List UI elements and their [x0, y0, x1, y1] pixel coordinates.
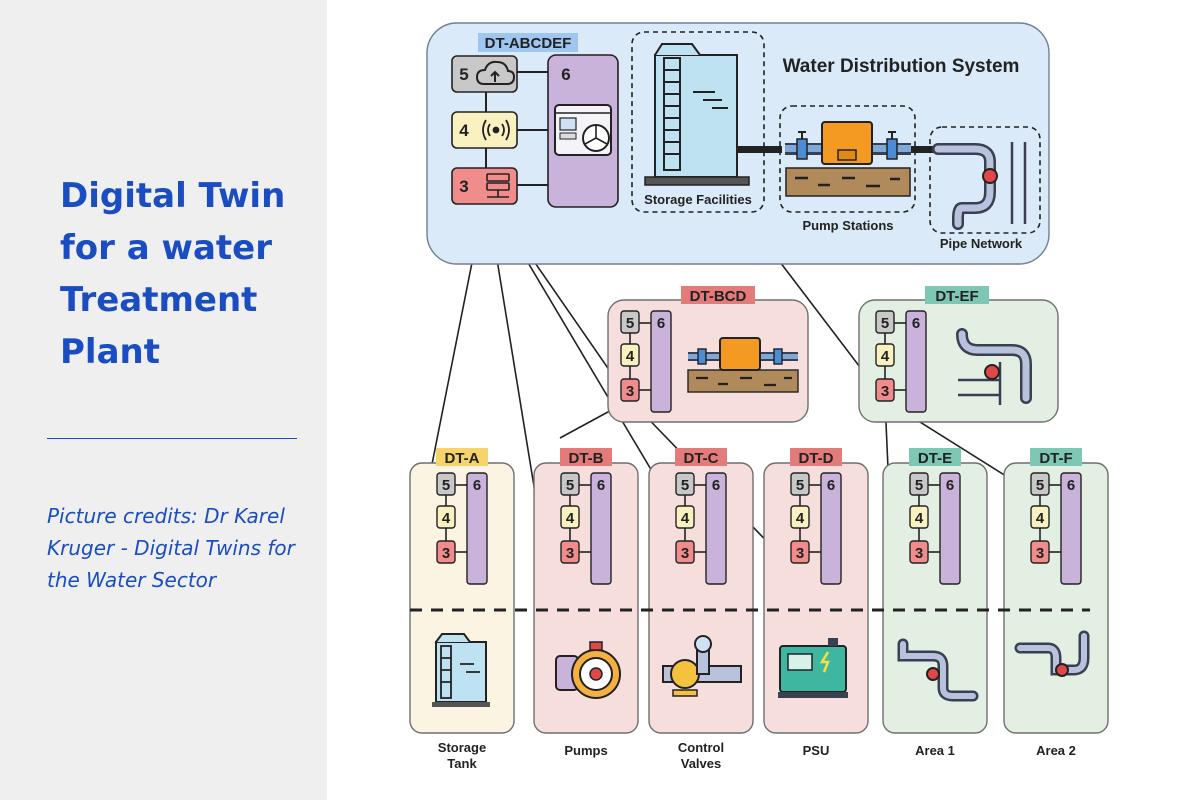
- asset-label: PSU: [803, 743, 830, 758]
- asset-label: Area 2: [1036, 743, 1076, 758]
- layer-3-label: 3: [459, 177, 468, 196]
- twin-label: DT-C: [684, 450, 719, 467]
- dt-bcd-stack: 5 4 3 6: [620, 310, 672, 413]
- layer-label: 3: [1036, 545, 1044, 562]
- server-icon: [486, 173, 510, 198]
- layer-label: 5: [681, 477, 689, 494]
- layer-stack: 5 4 3 6: [909, 472, 961, 585]
- divider: [47, 438, 297, 439]
- dt-ef-stack: 5 4 3 6: [875, 310, 927, 413]
- dt-ef-label: DT-EF: [935, 288, 978, 305]
- layer-stack: 5 4 3 6: [1030, 472, 1082, 585]
- pipe-network-icon: [956, 328, 1032, 405]
- layer-label: 6: [946, 477, 954, 494]
- dashboard-icon: [554, 104, 612, 156]
- layer-label: 3: [681, 545, 689, 562]
- twin-label: DT-D: [799, 450, 834, 467]
- layer-4-label: 4: [881, 348, 890, 365]
- sidebar-panel: Digital Twin for a water Treatment Plant…: [0, 0, 327, 800]
- pipe1-icon: [897, 638, 979, 702]
- layer-3-label: 3: [626, 383, 634, 400]
- layer-6-label: 6: [561, 65, 570, 84]
- psu-icon: [778, 638, 848, 698]
- layer-3-label: 3: [881, 383, 889, 400]
- layer-label: 3: [442, 545, 450, 562]
- system-title: Water Distribution System: [783, 56, 1020, 77]
- cloud-icon: [475, 60, 516, 85]
- pump-station-icon: [785, 121, 911, 197]
- layer-label: 5: [566, 477, 574, 494]
- pipe-network-icon: [932, 142, 1027, 230]
- layer-6-label: 6: [912, 315, 920, 332]
- layer-5-label: 5: [626, 315, 634, 332]
- pipe2-icon: [1014, 630, 1090, 677]
- layer-label: 4: [796, 510, 805, 527]
- layer-label: 4: [1036, 510, 1045, 527]
- layer-label: 3: [915, 545, 923, 562]
- layer-label: 4: [915, 510, 924, 527]
- dt-ef-panel: DT-EF 5 4 3 6: [858, 286, 1059, 423]
- digital-twin-diagram: 5 4 3 6 DT-ABCDEF: [327, 0, 1200, 800]
- asset-label: Pumps: [564, 743, 607, 758]
- layer-stack: 5 4 3 6: [560, 472, 612, 585]
- layer-label: 5: [1036, 477, 1044, 494]
- layer-label: 6: [827, 477, 835, 494]
- layer-stack: 5 4 3 6: [790, 472, 842, 585]
- layer-5-label: 5: [459, 65, 468, 84]
- layer-5-label: 5: [881, 315, 889, 332]
- asset-label: Area 1: [915, 743, 955, 758]
- layer-label: 3: [566, 545, 574, 562]
- layer-label: 5: [442, 477, 450, 494]
- dt-bcd-label: DT-BCD: [690, 288, 747, 305]
- pump-icon: [555, 641, 621, 699]
- layer-label: 4: [442, 510, 451, 527]
- layer-label: 5: [915, 477, 923, 494]
- layer-label: 6: [712, 477, 720, 494]
- layer-4-label: 4: [459, 121, 469, 140]
- dt-abcdef-label: DT-ABCDEF: [485, 35, 572, 52]
- twin-label: DT-B: [569, 450, 604, 467]
- twin-label: DT-F: [1039, 450, 1072, 467]
- wireless-icon: [482, 119, 510, 141]
- layer-stack: 5 4 3 6: [436, 472, 488, 585]
- pump-station-icon: [687, 337, 799, 393]
- component-storage-facilities: Storage Facilities: [644, 192, 752, 207]
- storage-tank-icon: [644, 43, 750, 186]
- picture-credits: Picture credits: Dr Karel Kruger - Digit…: [47, 504, 295, 592]
- component-pipe-network: Pipe Network: [940, 236, 1023, 251]
- layer-label: 6: [1067, 477, 1075, 494]
- layer-stack: 5 4 3 6: [675, 472, 727, 585]
- layer-label: 4: [566, 510, 575, 527]
- component-pump-stations: Pump Stations: [802, 218, 893, 233]
- dt-abcdef-panel: DT-ABCDEF 5 4 3 6: [426, 22, 1050, 265]
- layer-4-label: 4: [626, 348, 635, 365]
- layer-label: 6: [597, 477, 605, 494]
- page-title: Digital Twin for a water Treatment Plant: [60, 176, 286, 372]
- layer-6-label: 6: [657, 315, 665, 332]
- layer-label: 4: [681, 510, 690, 527]
- layer-label: 6: [473, 477, 481, 494]
- layer-label: 3: [796, 545, 804, 562]
- layer-label: 5: [796, 477, 804, 494]
- valve-icon: [662, 635, 742, 697]
- tank-icon: [432, 633, 490, 707]
- twin-label: DT-A: [445, 450, 480, 467]
- twin-label: DT-E: [918, 450, 952, 467]
- dt-bcd-panel: DT-BCD 5 4 3 6: [607, 286, 809, 423]
